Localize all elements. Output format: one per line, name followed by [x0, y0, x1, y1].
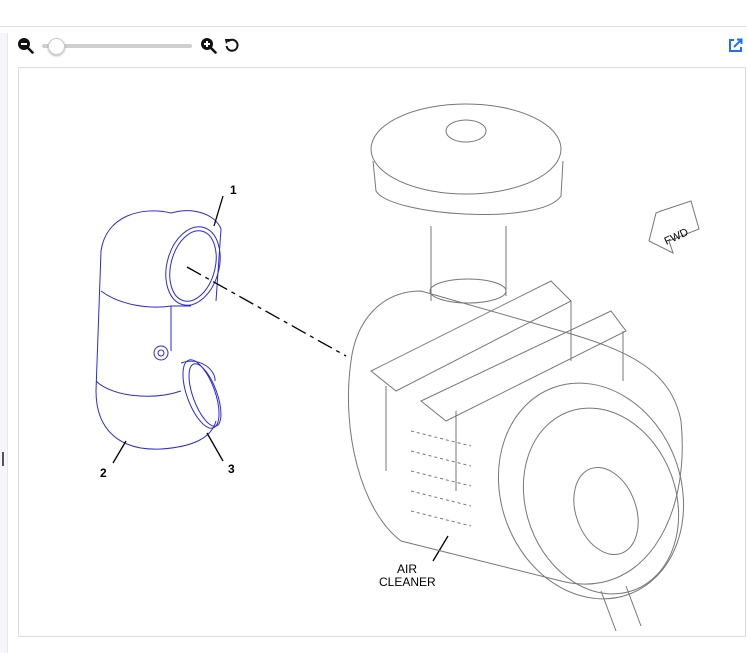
callout-2[interactable]: 2 — [100, 466, 107, 480]
side-panel — [0, 33, 8, 653]
hose-part — [95, 210, 222, 450]
zoom-in-icon[interactable] — [200, 37, 217, 54]
callout-1[interactable]: 1 — [230, 183, 237, 197]
parts-diagram: 1 2 3 AIR CLEANER FWD — [95, 103, 700, 632]
zoom-slider[interactable] — [42, 44, 192, 48]
resize-handle[interactable] — [2, 452, 4, 466]
air-cleaner-label-line2: CLEANER — [379, 575, 436, 589]
callout-3[interactable]: 3 — [228, 462, 235, 476]
open-external-icon[interactable] — [728, 38, 743, 53]
header-divider — [0, 26, 747, 27]
diagram-viewport[interactable]: 1 2 3 AIR CLEANER FWD — [18, 67, 746, 637]
air-cleaner-drawing — [348, 103, 700, 632]
fwd-arrow-label: FWD — [663, 226, 691, 247]
air-cleaner-label-line1: AIR — [397, 562, 417, 576]
zoom-slider-thumb[interactable] — [48, 38, 65, 55]
zoom-out-icon[interactable] — [17, 37, 34, 54]
reset-icon[interactable] — [224, 37, 240, 53]
